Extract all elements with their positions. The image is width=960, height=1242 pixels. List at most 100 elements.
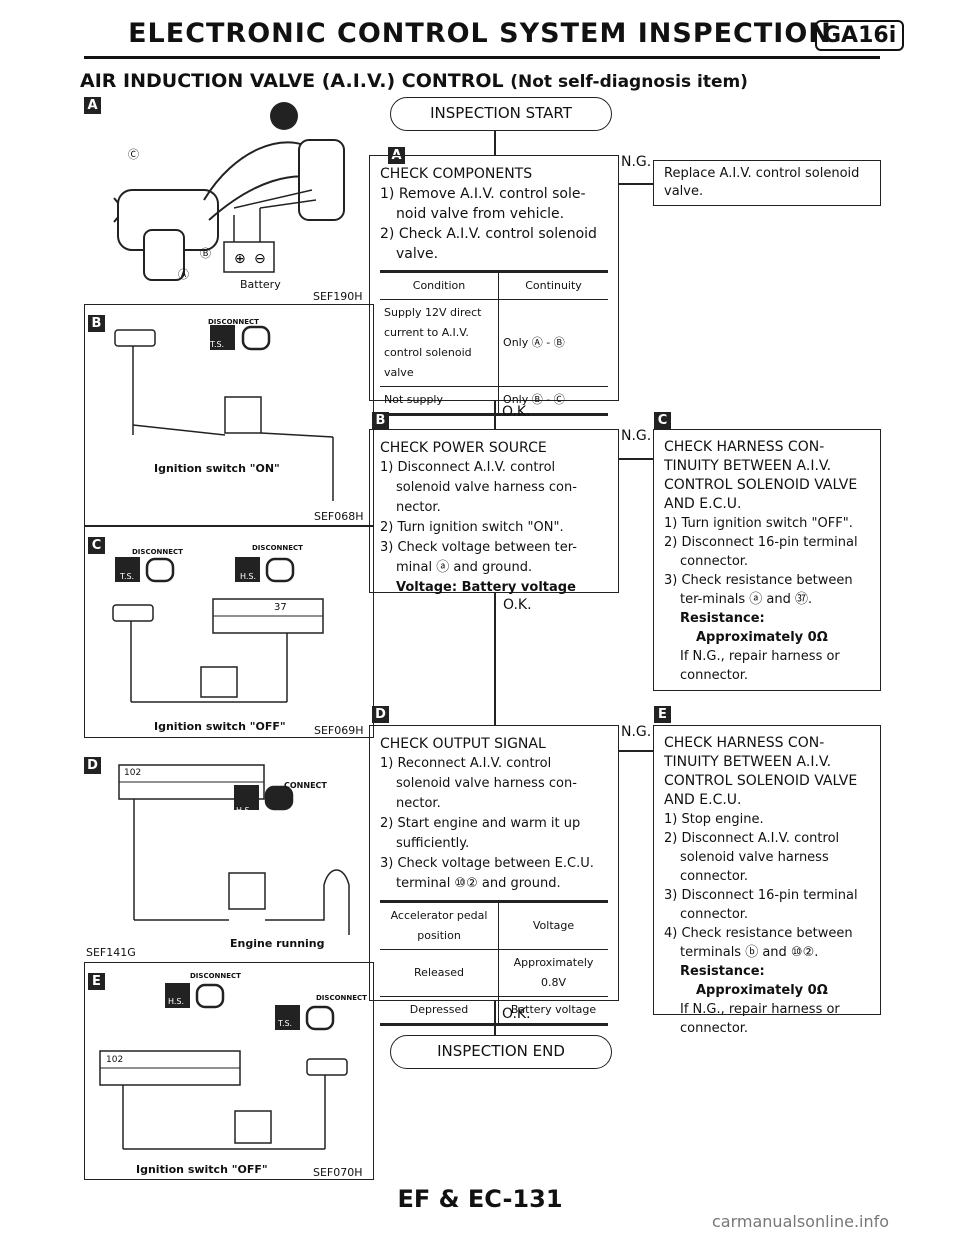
ts-label: T.S. <box>210 340 225 349</box>
panel-c-code: SEF069H <box>314 724 364 737</box>
step-c-item: 3) Check resistance between ter-minals ⓐ… <box>664 573 853 607</box>
page-number: EF & EC-131 <box>397 1185 563 1213</box>
step-c-list: 1) Turn ignition switch "OFF". 2) Discon… <box>664 514 870 609</box>
table-header: Accelerator pedal position <box>380 900 499 950</box>
terminal-b-label: Ⓑ <box>200 247 211 260</box>
ok-label: O.K. <box>503 597 532 613</box>
panel-b <box>84 304 374 526</box>
model-badge: GA16i <box>815 20 905 51</box>
step-e-resistance: Resistance: <box>680 964 765 979</box>
pin-102-label: 102 <box>124 768 142 778</box>
step-a-list: 1) Remove A.I.V. control sole-noid valve… <box>380 184 608 264</box>
terminal-a-label: Ⓐ <box>178 268 189 281</box>
table-cell: Approximately 0.8V <box>498 949 608 997</box>
panel-a-marker: A <box>84 97 101 114</box>
step-check-output-signal: CHECK OUTPUT SIGNAL 1) Reconnect A.I.V. … <box>369 725 619 1026</box>
step-c-repair: If N.G., repair harness or connector. <box>680 649 840 683</box>
step-b-spec: Voltage: Battery voltage <box>396 580 576 595</box>
battery-label: Battery <box>240 278 281 291</box>
header-rule <box>84 56 880 59</box>
step-c-resistance: Resistance: <box>680 611 765 626</box>
disconnect-label-2: DISCONNECT <box>316 994 367 1002</box>
step-check-power-source: CHECK POWER SOURCE 1) Disconnect A.I.V. … <box>369 429 619 595</box>
panel-b-code: SEF068H <box>314 510 364 523</box>
table-cell: Released <box>380 949 499 997</box>
disconnect-label-1: DISCONNECT <box>132 548 183 556</box>
connect-label: CONNECT <box>284 781 327 790</box>
solenoid-valve-diagram: ⊕ ⊖ <box>113 102 345 281</box>
table-cell: Only Ⓐ - Ⓑ <box>498 299 608 387</box>
step-d-item: 3) Check voltage between E.C.U. terminal… <box>380 856 594 891</box>
panel-a-code: SEF190H <box>313 290 363 303</box>
ignition-off-label: Ignition switch "OFF" <box>136 1163 268 1176</box>
replace-solenoid-box: Replace A.I.V. control solenoid valve. <box>653 160 881 206</box>
panel-c-marker: C <box>88 537 105 554</box>
step-b-item: 3) Check voltage between ter-minal ⓐ and… <box>380 540 577 575</box>
voltmeter-diagram-b <box>114 325 334 501</box>
svg-text:⊕: ⊕ <box>234 251 246 267</box>
step-c-item: 2) Disconnect 16-pin terminal connector. <box>664 535 858 569</box>
ignition-on-label: Ignition switch "ON" <box>154 462 280 475</box>
step-e-item: 3) Disconnect 16-pin terminal connector. <box>664 888 858 922</box>
table-cell: Supply 12V direct current to A.I.V. cont… <box>380 299 499 387</box>
step-e-item: 4) Check resistance between terminals ⓑ … <box>664 926 853 960</box>
step-b-marker: B <box>372 412 389 429</box>
ng-label: N.G. <box>621 154 652 170</box>
step-a-item: 1) Remove A.I.V. control sole-noid valve… <box>380 186 586 222</box>
step-c-title: CHECK HARNESS CON-TINUITY BETWEEN A.I.V.… <box>664 439 858 512</box>
ohmmeter-diagram-c <box>112 557 324 703</box>
section-title-note: (Not self-diagnosis item) <box>510 72 748 92</box>
table-cell: Only Ⓑ - Ⓒ <box>498 386 608 416</box>
step-b-title: CHECK POWER SOURCE <box>380 440 547 456</box>
table-cell: Depressed <box>380 996 499 1026</box>
step-d-item: 2) Start engine and warm it up sufficien… <box>380 816 581 851</box>
ignition-off-label: Ignition switch "OFF" <box>154 720 286 733</box>
ok-label: O.K. <box>502 1006 531 1022</box>
step-check-components: CHECK COMPONENTS 1) Remove A.I.V. contro… <box>369 155 619 416</box>
table-header: Condition <box>380 270 499 300</box>
panel-d-marker: D <box>84 757 101 774</box>
voltmeter-diagram-d <box>118 764 350 935</box>
panel-b-marker: B <box>88 315 105 332</box>
step-d-item: 1) Reconnect A.I.V. control solenoid val… <box>380 756 577 811</box>
step-e-marker: E <box>654 706 671 723</box>
panel-d-illustration <box>84 745 374 955</box>
step-b-item: 2) Turn ignition switch "ON". <box>380 520 564 535</box>
ng-label: N.G. <box>621 724 652 740</box>
ts-label: T.S. <box>278 1019 293 1028</box>
panel-d-code: SEF141G <box>86 946 136 959</box>
step-c-item: 1) Turn ignition switch "OFF". <box>664 516 853 531</box>
hs-label: H.S. <box>240 572 257 581</box>
hs-label: H.S. <box>236 806 253 815</box>
engine-running-label: Engine running <box>230 937 325 950</box>
step-d-title: CHECK OUTPUT SIGNAL <box>380 736 546 752</box>
hs-label: H.S. <box>168 997 185 1006</box>
panel-c <box>84 526 374 738</box>
step-b-list: 1) Disconnect A.I.V. control solenoid va… <box>380 458 608 578</box>
table-cell: Battery voltage <box>498 996 608 1026</box>
flow-connector <box>494 401 496 429</box>
panel-e-code: SEF070H <box>313 1166 363 1179</box>
step-c-value: Approximately 0Ω <box>696 630 828 645</box>
inspection-end: INSPECTION END <box>390 1035 612 1069</box>
section-title-main: AIR INDUCTION VALVE (A.I.V.) CONTROL <box>80 70 504 92</box>
flow-connector <box>494 1001 496 1035</box>
step-e-item: 1) Stop engine. <box>664 812 764 827</box>
step-e-item: 2) Disconnect A.I.V. control solenoid va… <box>664 831 840 884</box>
ohmmeter-diagram-e <box>99 983 348 1150</box>
table-header: Voltage <box>498 900 608 950</box>
panel-e <box>84 962 374 1180</box>
disconnect-label-1: DISCONNECT <box>190 972 241 980</box>
step-check-harness-c: CHECK HARNESS CON-TINUITY BETWEEN A.I.V.… <box>653 429 881 691</box>
step-d-marker: D <box>372 706 389 723</box>
pin-37-label: 37 <box>274 602 287 613</box>
ng-arrow <box>619 183 653 185</box>
table-cell: Not supply <box>380 386 499 416</box>
ng-arrow <box>619 458 653 460</box>
step-b-item: 1) Disconnect A.I.V. control solenoid va… <box>380 460 577 515</box>
step-e-repair: If N.G., repair harness or connector. <box>680 1002 840 1036</box>
step-d-list: 1) Reconnect A.I.V. control solenoid val… <box>380 754 608 894</box>
ng-label: N.G. <box>621 428 652 444</box>
ok-label: O.K. <box>502 404 531 420</box>
